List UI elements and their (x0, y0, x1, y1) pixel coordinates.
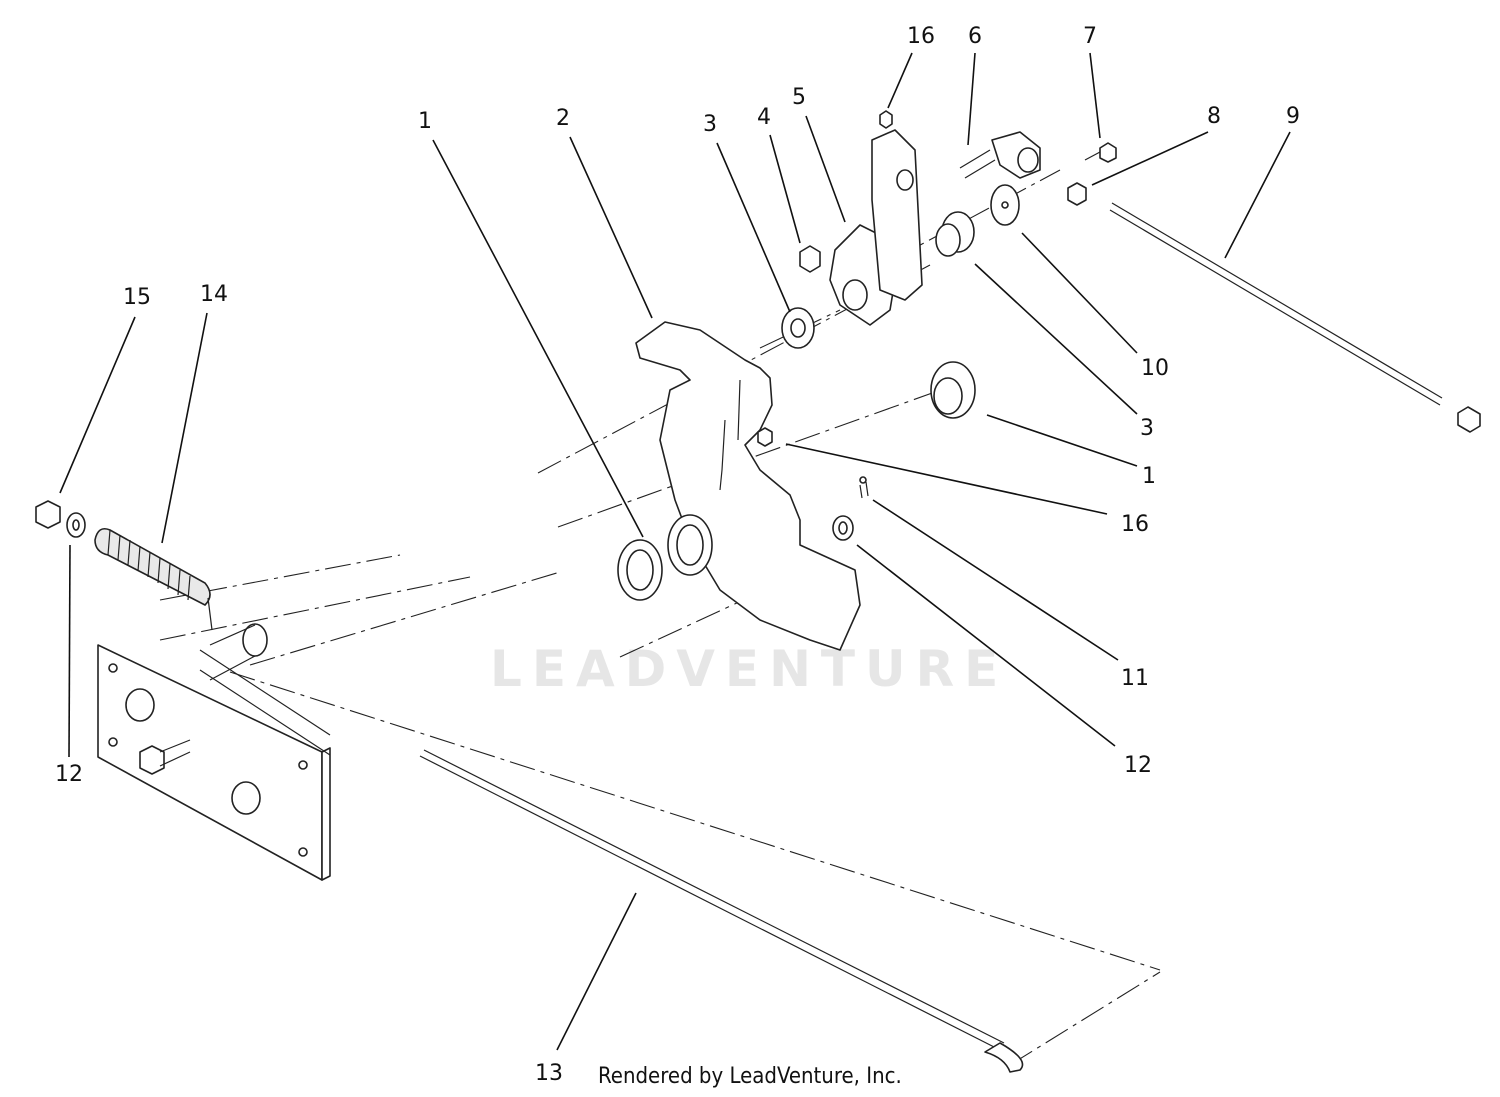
part-nut-8 (1067, 182, 1087, 206)
part-bushing-3-right (935, 211, 975, 257)
part-nut-16-center (757, 427, 773, 447)
callout-13: 13 (535, 1061, 563, 1086)
watermark: LEADVENTURE (490, 640, 1008, 698)
callout-3b: 3 (1140, 416, 1154, 441)
part-bushing-3-left (781, 307, 815, 349)
part-lever-2 (635, 321, 861, 651)
part-washer-10 (990, 184, 1020, 226)
part-nut-4 (799, 245, 821, 273)
part-rod-9 (1109, 202, 1481, 433)
callout-4: 4 (757, 105, 771, 130)
part-washer-12-center (832, 515, 854, 541)
leader-lines (59, 52, 1291, 1051)
callout-9: 9 (1286, 104, 1300, 129)
callout-11: 11 (1121, 666, 1149, 691)
part-nut-15 (35, 500, 61, 529)
callout-16a: 16 (907, 24, 935, 49)
callout-8: 8 (1207, 104, 1221, 129)
callout-6: 6 (968, 24, 982, 49)
callout-16b: 16 (1121, 512, 1149, 537)
callout-7: 7 (1083, 24, 1097, 49)
callout-12a: 12 (1124, 753, 1152, 778)
callout-1b: 1 (1142, 464, 1156, 489)
part-rod-13 (419, 749, 1024, 1073)
part-washer-12-left (66, 512, 86, 538)
callout-14: 14 (200, 282, 228, 307)
part-plate-upper (871, 110, 923, 301)
part-cotter-pin-11 (859, 476, 869, 499)
part-bushing-1-lower (617, 514, 713, 601)
callout-10: 10 (1141, 356, 1169, 381)
part-swivel-6 (959, 131, 1041, 179)
assembly-centerlines (159, 169, 1161, 1066)
part-mount-plate (97, 623, 331, 881)
part-spring-14 (94, 527, 213, 631)
callout-15: 15 (123, 285, 151, 310)
callout-labels: 1 2 3 4 5 16 6 7 8 9 10 3 1 16 11 12 15 … (55, 24, 1300, 1086)
part-bushing-1-upper (930, 361, 976, 419)
part-bolt-7 (1084, 142, 1117, 163)
credit-text: Rendered by LeadVenture, Inc. (598, 1064, 902, 1089)
callout-1a: 1 (418, 109, 432, 134)
callout-12b: 12 (55, 762, 83, 787)
callout-5: 5 (792, 85, 806, 110)
callout-2: 2 (556, 106, 570, 131)
callout-3a: 3 (703, 112, 717, 137)
